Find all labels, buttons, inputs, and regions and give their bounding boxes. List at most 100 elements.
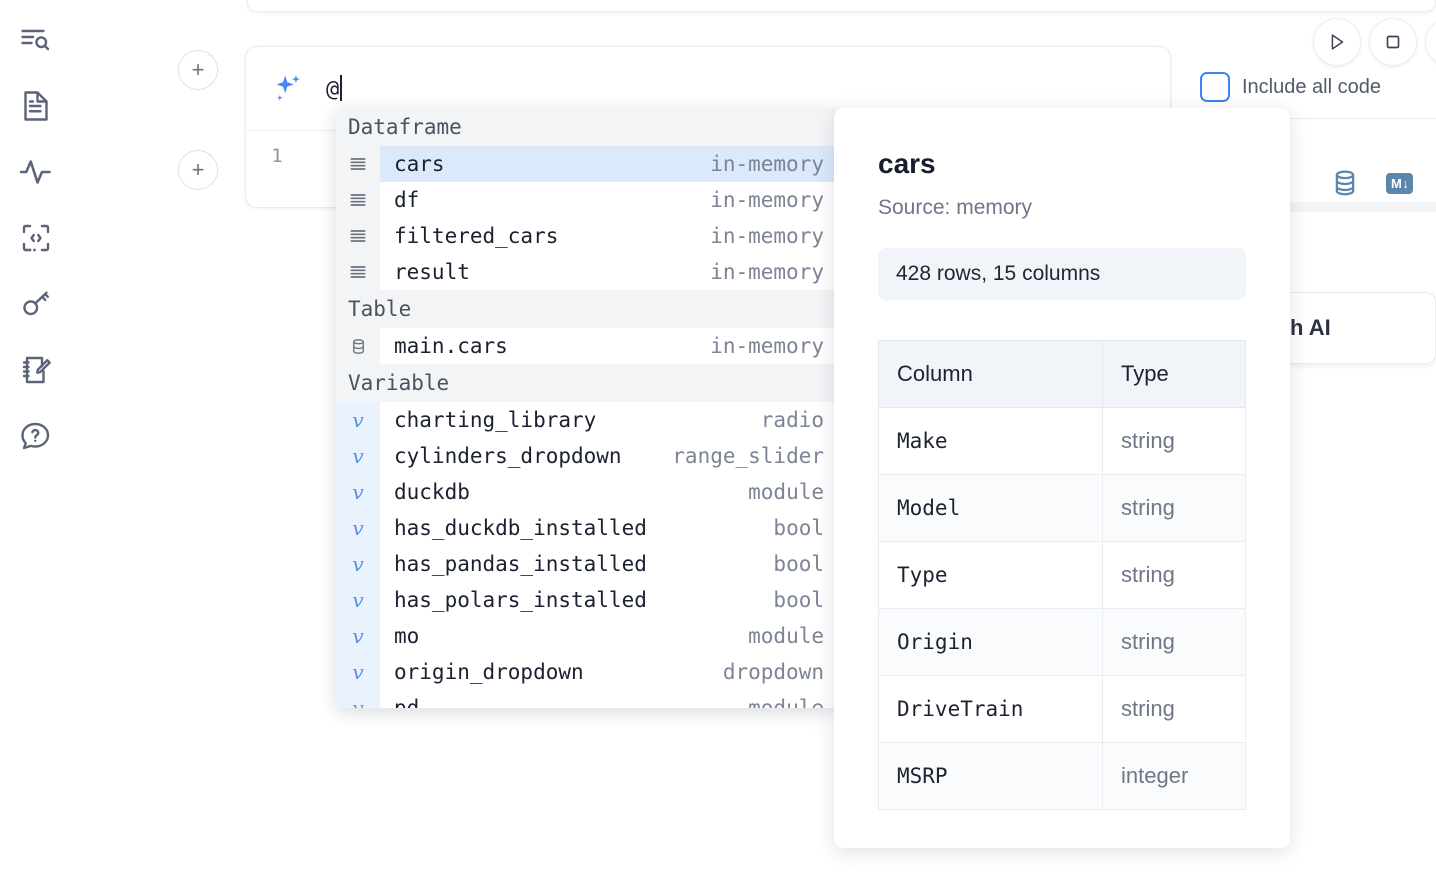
autocomplete-group-header: Dataframe — [336, 108, 836, 146]
code-snippet-icon[interactable] — [14, 216, 58, 260]
sparkle-icon — [268, 69, 308, 109]
line-number: 1 — [271, 145, 283, 167]
schema-column-name: Type — [877, 541, 1104, 609]
autocomplete-item[interactable]: v pd module — [336, 690, 836, 708]
plus-icon: + — [191, 57, 205, 82]
autocomplete-item-type: module — [748, 624, 824, 648]
dataframe-icon — [336, 218, 380, 254]
add-cell-button-top[interactable]: + — [178, 50, 218, 90]
variable-icon: v — [336, 654, 380, 690]
variable-icon: v — [336, 510, 380, 546]
plus-icon: + — [191, 157, 205, 182]
include-all-code-label: Include all code — [1242, 75, 1381, 98]
schema-column-type: integer — [1102, 742, 1246, 810]
schema-table-header-cell: Type — [1102, 340, 1246, 408]
schema-column-type: string — [1102, 407, 1246, 475]
autocomplete-item[interactable]: result in-memory — [336, 254, 836, 290]
document-icon[interactable] — [14, 84, 58, 128]
code-editor-row[interactable]: 1 — [246, 131, 1170, 207]
autocomplete-item-type: bool — [773, 516, 824, 540]
variable-icon: v — [336, 474, 380, 510]
autocomplete-item-type: radio — [760, 408, 824, 432]
autocomplete-item-type: module — [748, 696, 824, 708]
detail-title: cars — [878, 148, 936, 179]
variable-icon: v — [336, 690, 380, 708]
autocomplete-item-type: in-memory — [710, 260, 824, 284]
variable-icon: v — [336, 618, 380, 654]
more-button[interactable] — [1425, 18, 1436, 66]
schema-column-name: Origin — [877, 608, 1104, 676]
activity-icon[interactable] — [14, 150, 58, 194]
ai-panel-fragment-text: h AI — [1290, 315, 1331, 340]
markdown-icon[interactable]: M↓ — [1386, 172, 1414, 194]
markdown-letter: M — [1391, 175, 1402, 191]
scratchpad-edit-icon[interactable] — [14, 348, 58, 392]
add-cell-button-bottom[interactable]: + — [178, 150, 218, 190]
key-icon[interactable] — [14, 282, 58, 326]
autocomplete-item-type: in-memory — [710, 334, 824, 358]
autocomplete-item-type: in-memory — [710, 224, 824, 248]
explore-outline-icon[interactable] — [14, 18, 58, 62]
autocomplete-item-name: origin_dropdown — [394, 660, 584, 684]
autocomplete-group-header: Variable — [336, 364, 836, 402]
autocomplete-item-name: cars — [394, 152, 445, 176]
autocomplete-item-type: module — [748, 480, 824, 504]
variable-icon: v — [336, 546, 380, 582]
text-caret — [340, 75, 343, 101]
autocomplete-item-type: range_slider — [672, 444, 824, 468]
autocomplete-item-body: origin_dropdown dropdown — [380, 654, 836, 690]
schema-column-type: string — [1102, 474, 1246, 542]
autocomplete-item-name: pd — [394, 696, 420, 708]
autocomplete-item-name: mo — [394, 624, 420, 648]
database-icon[interactable] — [1330, 168, 1360, 198]
help-chat-icon[interactable] — [14, 414, 58, 458]
ai-prompt-input[interactable]: @ — [326, 75, 343, 102]
autocomplete-item-type: dropdown — [722, 660, 824, 684]
autocomplete-item-name: result — [394, 260, 470, 284]
autocomplete-item-type: in-memory — [710, 188, 824, 212]
autocomplete-item[interactable]: v has_duckdb_installed bool — [336, 510, 836, 546]
cell-card-above — [247, 0, 1436, 12]
schema-column-name: Model — [877, 474, 1104, 542]
ai-panel-fragment[interactable]: h AI — [1281, 292, 1436, 364]
schema-table-header-cell: Column — [877, 340, 1104, 408]
stop-button[interactable] — [1369, 18, 1417, 66]
autocomplete-item-body: has_duckdb_installed bool — [380, 510, 836, 546]
include-all-code-checkbox[interactable] — [1200, 72, 1230, 102]
dataframe-icon — [336, 182, 380, 218]
include-all-code-row[interactable]: Include all code — [1200, 72, 1381, 102]
autocomplete-item-type: bool — [773, 552, 824, 576]
autocomplete-group-header: Table — [336, 290, 836, 328]
autocomplete-item-name: has_duckdb_installed — [394, 516, 647, 540]
schema-column-name: DriveTrain — [877, 675, 1104, 743]
run-button[interactable] — [1313, 18, 1361, 66]
run-controls — [1313, 18, 1436, 66]
autocomplete-item[interactable]: v origin_dropdown dropdown — [336, 654, 836, 690]
